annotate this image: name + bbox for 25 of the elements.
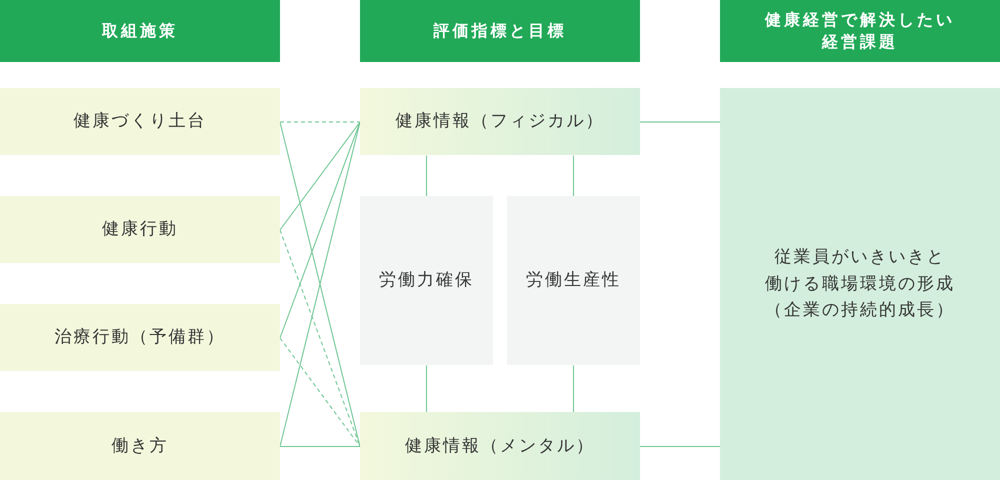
initiative-box: 治療行動（予備群） bbox=[0, 304, 280, 371]
initiative-box: 健康づくり土台 bbox=[0, 88, 280, 155]
goal-text: 従業員がいきいきと働ける職場環境の形成 bbox=[764, 246, 956, 296]
initiative-box: 健康行動 bbox=[0, 196, 280, 263]
connector-line bbox=[573, 155, 574, 197]
connector-line bbox=[280, 338, 360, 447]
crossing-lines bbox=[280, 122, 360, 447]
initiative-box: 働き方 bbox=[0, 412, 280, 480]
connector-line bbox=[640, 446, 720, 447]
connector-line bbox=[280, 122, 360, 230]
indicator-box: 健康情報（メンタル） bbox=[360, 412, 640, 480]
connector-line bbox=[573, 365, 574, 413]
header-bar: 健康経営で解決したい経営課題 bbox=[720, 0, 1000, 62]
indicator-box: 健康情報（フィジカル） bbox=[360, 88, 640, 155]
connector-line bbox=[280, 122, 360, 338]
target-box: 労働力確保 bbox=[360, 196, 493, 365]
header-bar: 取組施策 bbox=[0, 0, 280, 62]
header-bar: 評価指標と目標 bbox=[360, 0, 640, 62]
connector-line bbox=[426, 155, 427, 197]
target-box: 労働生産性 bbox=[507, 196, 640, 365]
connector-line bbox=[280, 446, 360, 447]
connector-line bbox=[426, 365, 427, 413]
connector-line bbox=[280, 230, 360, 447]
goal-box bbox=[720, 88, 1000, 480]
note-text: （企業の持続的成長） bbox=[765, 299, 955, 322]
